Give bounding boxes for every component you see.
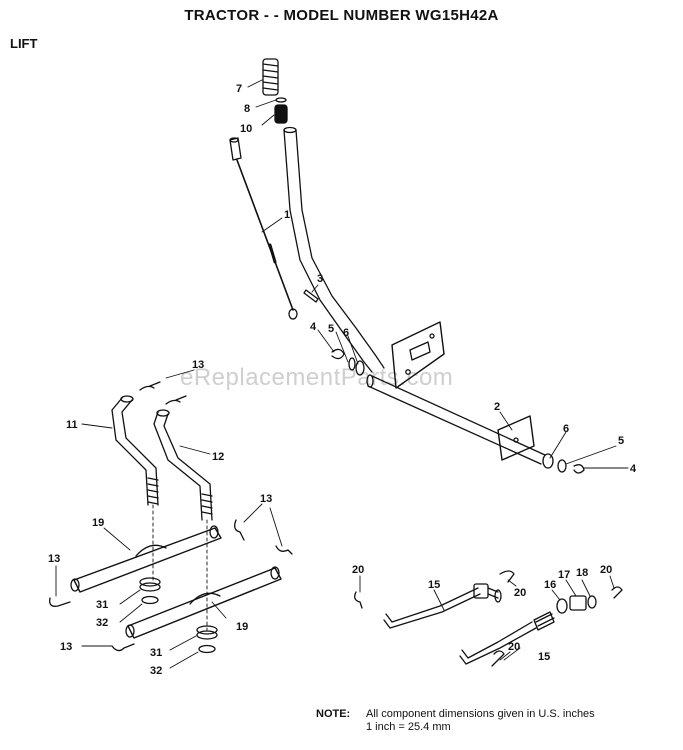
callout-6-right: 6 [563,423,569,435]
callout-20-middle: 20 [514,587,526,599]
callout-20-right: 20 [600,564,612,576]
callout-3: 3 [317,273,323,285]
callout-32-upper: 32 [96,617,108,629]
lift-handle-tube [283,126,385,373]
callout-4-left: 4 [310,321,317,333]
callout-17: 17 [558,569,570,581]
hardware-left-group [331,348,365,376]
watermark: eReplacementParts.com [180,364,454,391]
callout-12: 12 [212,451,224,463]
callout-31-lower: 31 [150,647,162,659]
callout-19-upper: 19 [92,517,104,529]
callout-13-left: 13 [48,553,60,565]
lift-link-part-11 [111,395,159,506]
pin-part-3 [303,289,319,303]
callout-20-left: 20 [352,564,364,576]
assembly-centerlines [152,504,208,631]
lift-arm-lower-part-19 [125,566,282,639]
callout-11: 11 [66,419,78,431]
callout-13-right: 13 [260,493,272,505]
grip-part-10 [274,104,288,124]
callout-13-top: 13 [192,359,204,371]
note-text-line-2: 1 inch = 25.4 mm [366,721,451,733]
note-text-line-1: All component dimensions given in U.S. i… [366,708,595,720]
hairpin-clips-arms [49,519,293,652]
linkage-rod-lower-part-15 [459,611,555,665]
spring-part-7 [262,58,279,96]
callout-6-left: 6 [343,327,349,339]
lift-link-part-12 [153,409,213,521]
lift-arm-upper-part-19 [70,525,222,593]
callout-13-bottom: 13 [60,641,72,653]
lift-rod-part-1 [229,137,298,320]
callout-10: 10 [240,123,252,135]
callout-18: 18 [576,567,588,579]
note-label: NOTE: [316,708,351,720]
adjustment-hardware [556,595,597,614]
hardware-right-group [542,453,585,474]
leader-lines [55,79,629,669]
callout-5-right: 5 [618,435,624,447]
callout-2: 2 [494,401,500,413]
callout-32-lower: 32 [150,665,162,677]
callout-5-left: 5 [328,323,334,335]
washer-part-8 [275,97,287,103]
callout-4-right: 4 [630,463,637,475]
callout-16: 16 [544,579,556,591]
lift-shaft-part-2 [366,321,546,465]
bushings-washers-upper [139,577,161,605]
callout-7: 7 [236,83,242,95]
callout-1: 1 [284,209,290,221]
hairpin-clips-top [139,381,187,405]
callout-15-upper: 15 [428,579,440,591]
callout-8: 8 [244,103,250,115]
callout-19-lower: 19 [236,621,248,633]
bushings-washers-lower [196,625,218,654]
hairpin-clips-rods [354,570,623,667]
callout-20-bottom: 20 [508,641,520,653]
page-title: TRACTOR - - MODEL NUMBER WG15H42A [184,7,499,24]
callout-31-upper: 31 [96,599,108,611]
linkage-rod-upper-part-15 [383,583,502,629]
section-label: LIFT [10,36,38,51]
callout-15-lower: 15 [538,651,550,663]
